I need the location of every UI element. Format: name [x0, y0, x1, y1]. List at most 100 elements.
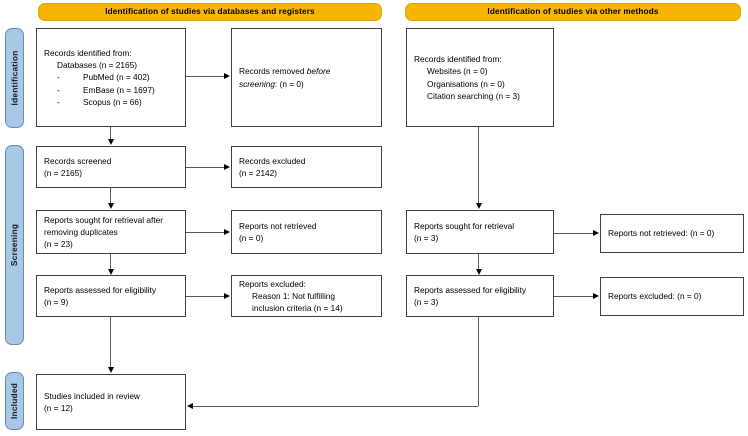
connector-other-assessed-down [478, 317, 479, 406]
stage-bar-identification: Identification [5, 28, 24, 128]
records-removed-line1-a: Records removed [239, 66, 307, 77]
records-excluded-line2: (n = 2142) [239, 168, 278, 178]
node-reports-not-retrieved-other-text: Reports not retrieved: (n = 0) [608, 227, 714, 239]
reports-excluded-line3: inclusion criteria (n = 14) [252, 303, 343, 313]
reports-assessed-line2: (n = 9) [44, 297, 69, 307]
records-identified-line2: Databases (n = 2165) [57, 60, 138, 71]
arrowhead-sought-to-not-retrieved [224, 228, 230, 235]
phase-header-other-methods-label: Identification of studies via other meth… [487, 7, 659, 17]
arrowhead-screened-to-sought [107, 203, 114, 209]
records-excluded-line1: Records excluded [239, 155, 306, 166]
stage-label-identification: Identification [9, 50, 20, 106]
phase-header-databases-label: Identification of studies via databases … [105, 7, 315, 17]
other-reports-not-retrieved-line1: Reports not retrieved: (n = 0) [608, 228, 715, 239]
records-screened-line1: Records screened [44, 155, 112, 166]
studies-included-line1: Studies included in review [44, 390, 140, 401]
arrowhead-other-to-included [187, 402, 193, 409]
node-records-identified-other-text: Records identified from:Websites (n = 0)… [414, 53, 520, 101]
phase-header-other-methods: Identification of studies via other meth… [405, 3, 741, 21]
node-records-identified-databases: Records identified from:Databases (n = 2… [36, 28, 186, 127]
node-records-identified-other: Records identified from:Websites (n = 0)… [406, 28, 554, 127]
records-removed-line2-b: : (n = 0) [274, 78, 304, 89]
arrowhead-assessed-to-included [107, 367, 114, 373]
node-reports-assessed-databases: Reports assessed for eligibility (n = 9) [36, 275, 186, 317]
node-reports-assessed-other: Reports assessed for eligibility (n = 3) [406, 275, 554, 317]
node-reports-excluded-databases-text: Reports excluded:Reason 1: Not fulfillin… [239, 278, 343, 314]
connector-other-sought-to-assessed [478, 254, 479, 269]
node-reports-excluded-databases: Reports excluded:Reason 1: Not fulfillin… [231, 275, 382, 317]
studies-included-line2: (n = 12) [44, 403, 73, 413]
node-records-excluded-text: Records excluded (n = 2142) [239, 155, 305, 179]
reports-sought-line2: removing duplicates [44, 226, 118, 237]
node-studies-included: Studies included in review (n = 12) [36, 374, 186, 430]
other-records-identified-line1: Records identified from: [414, 54, 502, 65]
node-reports-not-retrieved-databases: Reports not retrieved (n = 0) [231, 210, 382, 254]
reports-sought-line3: (n = 23) [44, 239, 73, 249]
other-records-identified-item-1: Organisations (n = 0) [427, 78, 505, 89]
arrowhead-sought-to-assessed [107, 269, 114, 275]
node-records-screened-text: Records screened (n = 2165) [44, 155, 111, 179]
arrowhead-identified-to-removed [224, 72, 230, 79]
node-reports-excluded-other-text: Reports excluded: (n = 0) [608, 290, 701, 302]
other-reports-excluded-line1: Reports excluded: (n = 0) [608, 291, 702, 302]
connector-identified-to-removed [186, 76, 224, 77]
connector-screened-to-excluded [186, 167, 224, 168]
other-reports-sought-line1: Reports sought for retrieval [414, 220, 515, 231]
records-identified-line1: Records identified from: [44, 48, 132, 59]
arrowhead-screened-to-excluded [224, 163, 230, 170]
records-identified-bullet-2: - [57, 96, 60, 107]
records-screened-line2: (n = 2165) [44, 168, 83, 178]
node-records-screened: Records screened (n = 2165) [36, 146, 186, 188]
node-reports-excluded-other: Reports excluded: (n = 0) [600, 277, 744, 316]
reports-not-retrieved-line1: Reports not retrieved [239, 220, 317, 231]
arrowhead-other-sought-to-assessed [475, 269, 482, 275]
reports-sought-line1: Reports sought for retrieval after [44, 214, 163, 225]
stage-label-included: Included [9, 382, 20, 420]
connector-identified-to-screened [110, 127, 111, 139]
other-records-identified-item-0: Websites (n = 0) [427, 66, 488, 77]
connector-other-identified-to-sought [478, 127, 479, 203]
records-identified-item-2: Scopus (n = 66) [83, 96, 142, 107]
other-reports-sought-line2: (n = 3) [414, 233, 439, 243]
reports-excluded-line1: Reports excluded: [239, 278, 306, 289]
connector-sought-to-assessed [110, 254, 111, 269]
connector-assessed-to-included [110, 317, 111, 367]
arrowhead-identified-to-screened [107, 139, 114, 145]
arrowhead-assessed-to-excluded [224, 292, 230, 299]
arrowhead-other-assessed-to-excluded [593, 292, 599, 299]
records-removed-line2-italic: screening [239, 78, 275, 89]
node-studies-included-text: Studies included in review (n = 12) [44, 390, 140, 414]
stage-bar-included: Included [5, 372, 24, 430]
node-reports-assessed-other-text: Reports assessed for eligibility (n = 3) [414, 284, 526, 308]
node-records-excluded: Records excluded (n = 2142) [231, 146, 382, 188]
other-reports-assessed-line1: Reports assessed for eligibility [414, 284, 527, 295]
node-records-identified-databases-text: Records identified from:Databases (n = 2… [44, 47, 155, 107]
node-records-removed-before-screening: Records removed before screening: (n = 0) [231, 28, 382, 127]
reports-not-retrieved-line2: (n = 0) [239, 233, 264, 243]
other-reports-assessed-line2: (n = 3) [414, 297, 439, 307]
reports-assessed-line1: Reports assessed for eligibility [44, 284, 157, 295]
records-identified-bullet-1: - [57, 84, 60, 95]
connector-screened-to-sought [110, 188, 111, 203]
records-identified-item-1: EmBase (n = 1697) [83, 84, 155, 95]
node-reports-sought-other: Reports sought for retrieval (n = 3) [406, 210, 554, 254]
connector-other-to-included [193, 406, 478, 407]
connector-other-sought-to-not-retrieved [554, 233, 593, 234]
node-reports-assessed-databases-text: Reports assessed for eligibility (n = 9) [44, 284, 156, 308]
node-reports-sought-other-text: Reports sought for retrieval (n = 3) [414, 220, 514, 244]
stage-label-screening: Screening [9, 223, 20, 267]
other-records-identified-item-2: Citation searching (n = 3) [427, 90, 520, 101]
node-reports-not-retrieved-other: Reports not retrieved: (n = 0) [600, 214, 744, 253]
node-records-removed-text: Records removed before screening: (n = 0) [239, 65, 330, 89]
stage-bar-screening: Screening [5, 145, 24, 345]
records-removed-line1-italic: before [306, 66, 331, 77]
phase-header-databases: Identification of studies via databases … [38, 3, 382, 21]
records-identified-item-0: PubMed (n = 402) [83, 72, 150, 83]
reports-excluded-line2: Reason 1: Not fulfilling [252, 290, 336, 301]
node-reports-not-retrieved-databases-text: Reports not retrieved (n = 0) [239, 220, 316, 244]
arrowhead-other-identified-to-sought [475, 203, 482, 209]
connector-other-assessed-to-excluded [554, 296, 593, 297]
